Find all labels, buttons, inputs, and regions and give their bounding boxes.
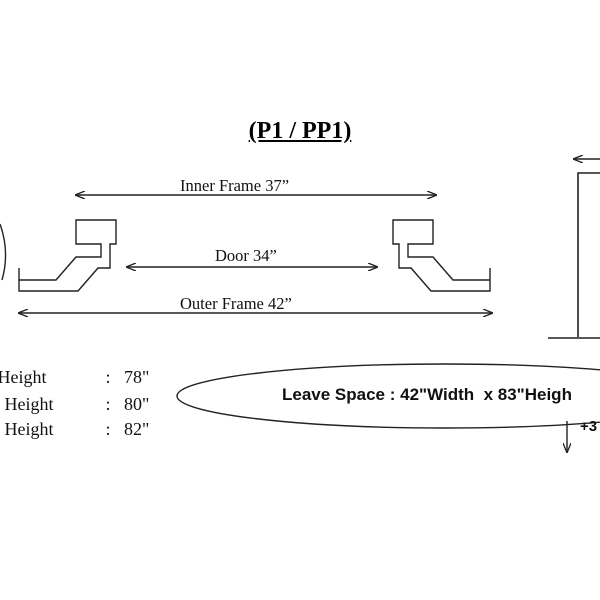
door-label: Door 34” [215, 246, 277, 265]
left-edge-curve [0, 223, 7, 281]
height-value: 82" [124, 419, 150, 439]
height-row: or Height:78" [0, 367, 149, 388]
outer-frame-label: Outer Frame 42” [180, 294, 292, 313]
height-value: 78" [124, 367, 150, 387]
elevation-frame [577, 172, 600, 337]
height-row: me Height:80" [0, 394, 149, 415]
height-label: or Height [0, 367, 47, 387]
separator: : [105, 419, 111, 439]
separator: : [105, 367, 111, 387]
page-title: (P1 / PP1) [248, 118, 352, 144]
note-ellipse [176, 363, 600, 429]
right-frame-profile [392, 219, 491, 292]
separator: : [105, 394, 111, 414]
height-value: 80" [124, 394, 150, 414]
height-row: me Height:82" [0, 419, 149, 440]
note-offset: +3 [580, 418, 598, 435]
height-label: me Height [0, 419, 54, 439]
inner-frame-label: Inner Frame 37” [180, 176, 290, 195]
leave-space-note: Leave Space : 42"Width x 83"Heigh [282, 385, 572, 404]
height-label: me Height [0, 394, 54, 414]
left-frame-profile [18, 219, 117, 292]
